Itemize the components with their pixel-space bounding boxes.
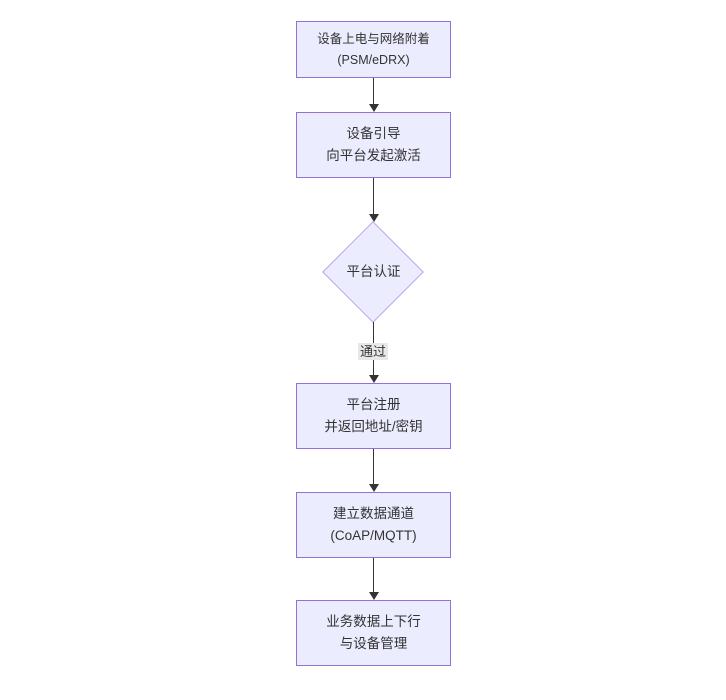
- node-data-channel: 建立数据通道 (CoAP/MQTT): [296, 492, 451, 558]
- node-register: 平台注册 并返回地址/密钥: [296, 383, 451, 449]
- arrow-channel-to-business: [373, 558, 374, 592]
- node-register-line1: 平台注册: [346, 397, 401, 413]
- node-business-line1: 业务数据上下行: [326, 614, 421, 630]
- arrow-bootstrap-to-auth: [373, 178, 374, 214]
- node-data-channel-line1: 建立数据通道: [333, 506, 414, 522]
- node-business: 业务数据上下行 与设备管理: [296, 600, 451, 666]
- node-platform-auth-label: 平台认证: [346, 264, 401, 279]
- node-power-attach-line1: 设备上电与网络附着: [317, 32, 430, 47]
- node-business-line2: 与设备管理: [339, 636, 408, 651]
- arrow-register-to-channel: [373, 449, 374, 484]
- node-data-channel-line2: (CoAP/MQTT): [330, 528, 417, 543]
- node-register-line2: 并返回地址/密钥: [324, 419, 423, 434]
- node-power-attach-line2: (PSM/eDRX): [337, 52, 410, 67]
- edge-label-pass: 通过: [357, 343, 389, 360]
- node-bootstrap: 设备引导 向平台发起激活: [296, 112, 451, 178]
- node-bootstrap-line2: 向平台发起激活: [326, 148, 421, 163]
- arrow-power-to-bootstrap: [373, 78, 374, 104]
- node-power-attach: 设备上电与网络附着 (PSM/eDRX): [296, 21, 451, 78]
- node-bootstrap-line1: 设备引导: [346, 126, 401, 142]
